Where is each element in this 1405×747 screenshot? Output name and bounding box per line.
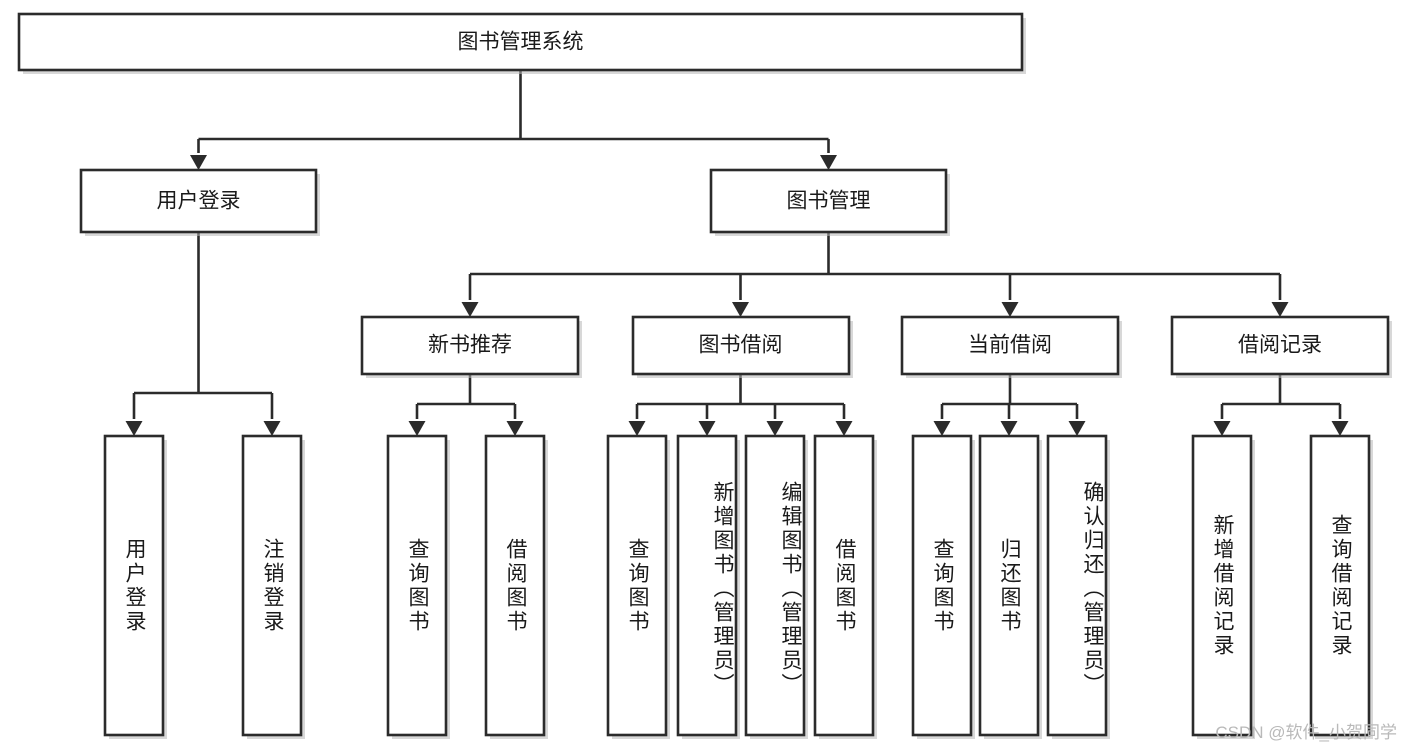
node-new-book-recommend[interactable]: 新书推荐 xyxy=(360,315,582,378)
leaf-box[interactable] xyxy=(241,434,305,739)
node-root-label: 图书管理系统 xyxy=(458,31,584,54)
leaf-box[interactable] xyxy=(606,434,670,739)
leaf-box[interactable] xyxy=(1046,434,1110,739)
node-book-borrow-label: 图书借阅 xyxy=(699,334,783,357)
connector-group-records-to-leaves xyxy=(1213,374,1349,436)
connector-group-root-to-level2 xyxy=(190,70,837,170)
leaf-box[interactable] xyxy=(103,434,167,739)
leaf-box[interactable] xyxy=(1191,434,1255,739)
leaf-box[interactable] xyxy=(813,434,877,739)
node-user-login[interactable]: 用户登录 xyxy=(79,168,320,236)
node-current-borrow[interactable]: 当前借阅 xyxy=(900,315,1122,378)
leaf-box[interactable] xyxy=(484,434,548,739)
node-book-management[interactable]: 图书管理 xyxy=(709,168,950,236)
node-book-borrow[interactable]: 图书借阅 xyxy=(631,315,853,378)
leaf-box[interactable] xyxy=(911,434,975,739)
node-borrow-records-label: 借阅记录 xyxy=(1238,334,1322,357)
node-new-book-recommend-label: 新书推荐 xyxy=(428,334,512,357)
leaf-box[interactable] xyxy=(1309,434,1373,739)
node-root[interactable]: 图书管理系统 xyxy=(17,12,1026,74)
connector-group-borrow-to-leaves xyxy=(628,374,853,436)
leaf-box[interactable] xyxy=(744,434,808,739)
node-borrow-records[interactable]: 借阅记录 xyxy=(1170,315,1392,378)
connector-group-current-to-leaves xyxy=(933,374,1086,436)
node-book-management-label: 图书管理 xyxy=(787,190,871,213)
leaf-box[interactable] xyxy=(386,434,450,739)
leaf-box[interactable] xyxy=(676,434,740,739)
node-user-login-label: 用户登录 xyxy=(157,190,241,213)
csdn-watermark: CSDN @软件_小贺同学 xyxy=(1215,723,1397,742)
node-current-borrow-label: 当前借阅 xyxy=(968,334,1052,357)
connector-group-newbook-to-leaves xyxy=(408,374,524,436)
connector-group-login-to-leaves xyxy=(125,232,281,436)
leaf-box-group xyxy=(103,434,1373,739)
leaf-box[interactable] xyxy=(978,434,1042,739)
connector-group-book-mgmt-to-level3 xyxy=(461,232,1289,317)
